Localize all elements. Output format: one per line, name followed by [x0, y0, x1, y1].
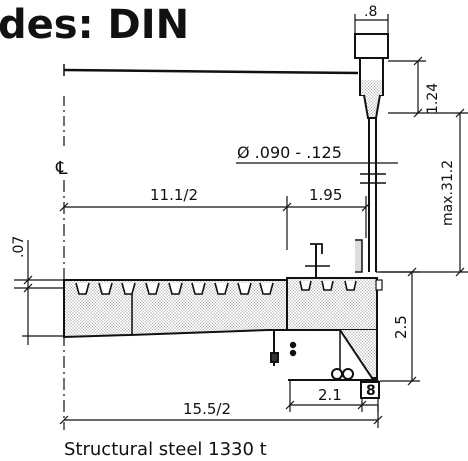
label-base-small: 8: [366, 383, 376, 399]
dim-cable-height: [388, 56, 468, 118]
label-diameter: Ø .090 - .125: [237, 143, 342, 162]
label-cable-height: 1.24: [425, 83, 441, 114]
dim-half-span-total: [59, 405, 383, 428]
label-max-height: max.31.2: [440, 160, 456, 226]
label-half-span-total: 15.5/2: [183, 400, 231, 418]
caption: Structural steel 1330 t: [64, 439, 267, 460]
dim-half-span-inner: [59, 196, 292, 250]
dim-cantilever: [287, 196, 371, 238]
label-girder-depth: 2.5: [392, 315, 410, 339]
main-cable: [63, 68, 359, 75]
drawing-title: des: DIN: [0, 2, 189, 48]
label-base-width: 2.1: [318, 386, 342, 404]
label-top-width: .8: [364, 4, 377, 20]
hanger-cable: [360, 118, 386, 272]
label-cantilever: 1.95: [309, 186, 342, 204]
deck-section: [63, 239, 383, 381]
dim-girder-depth: [380, 267, 420, 386]
label-deck-drop: .07: [11, 236, 27, 258]
pylon-saddle: [354, 14, 389, 119]
label-half-span-inner: 11.1/2: [150, 186, 198, 204]
dim-deck-drop: [14, 240, 64, 345]
bearing-block: [360, 381, 380, 399]
centerline-symbol: ℄: [55, 158, 68, 179]
